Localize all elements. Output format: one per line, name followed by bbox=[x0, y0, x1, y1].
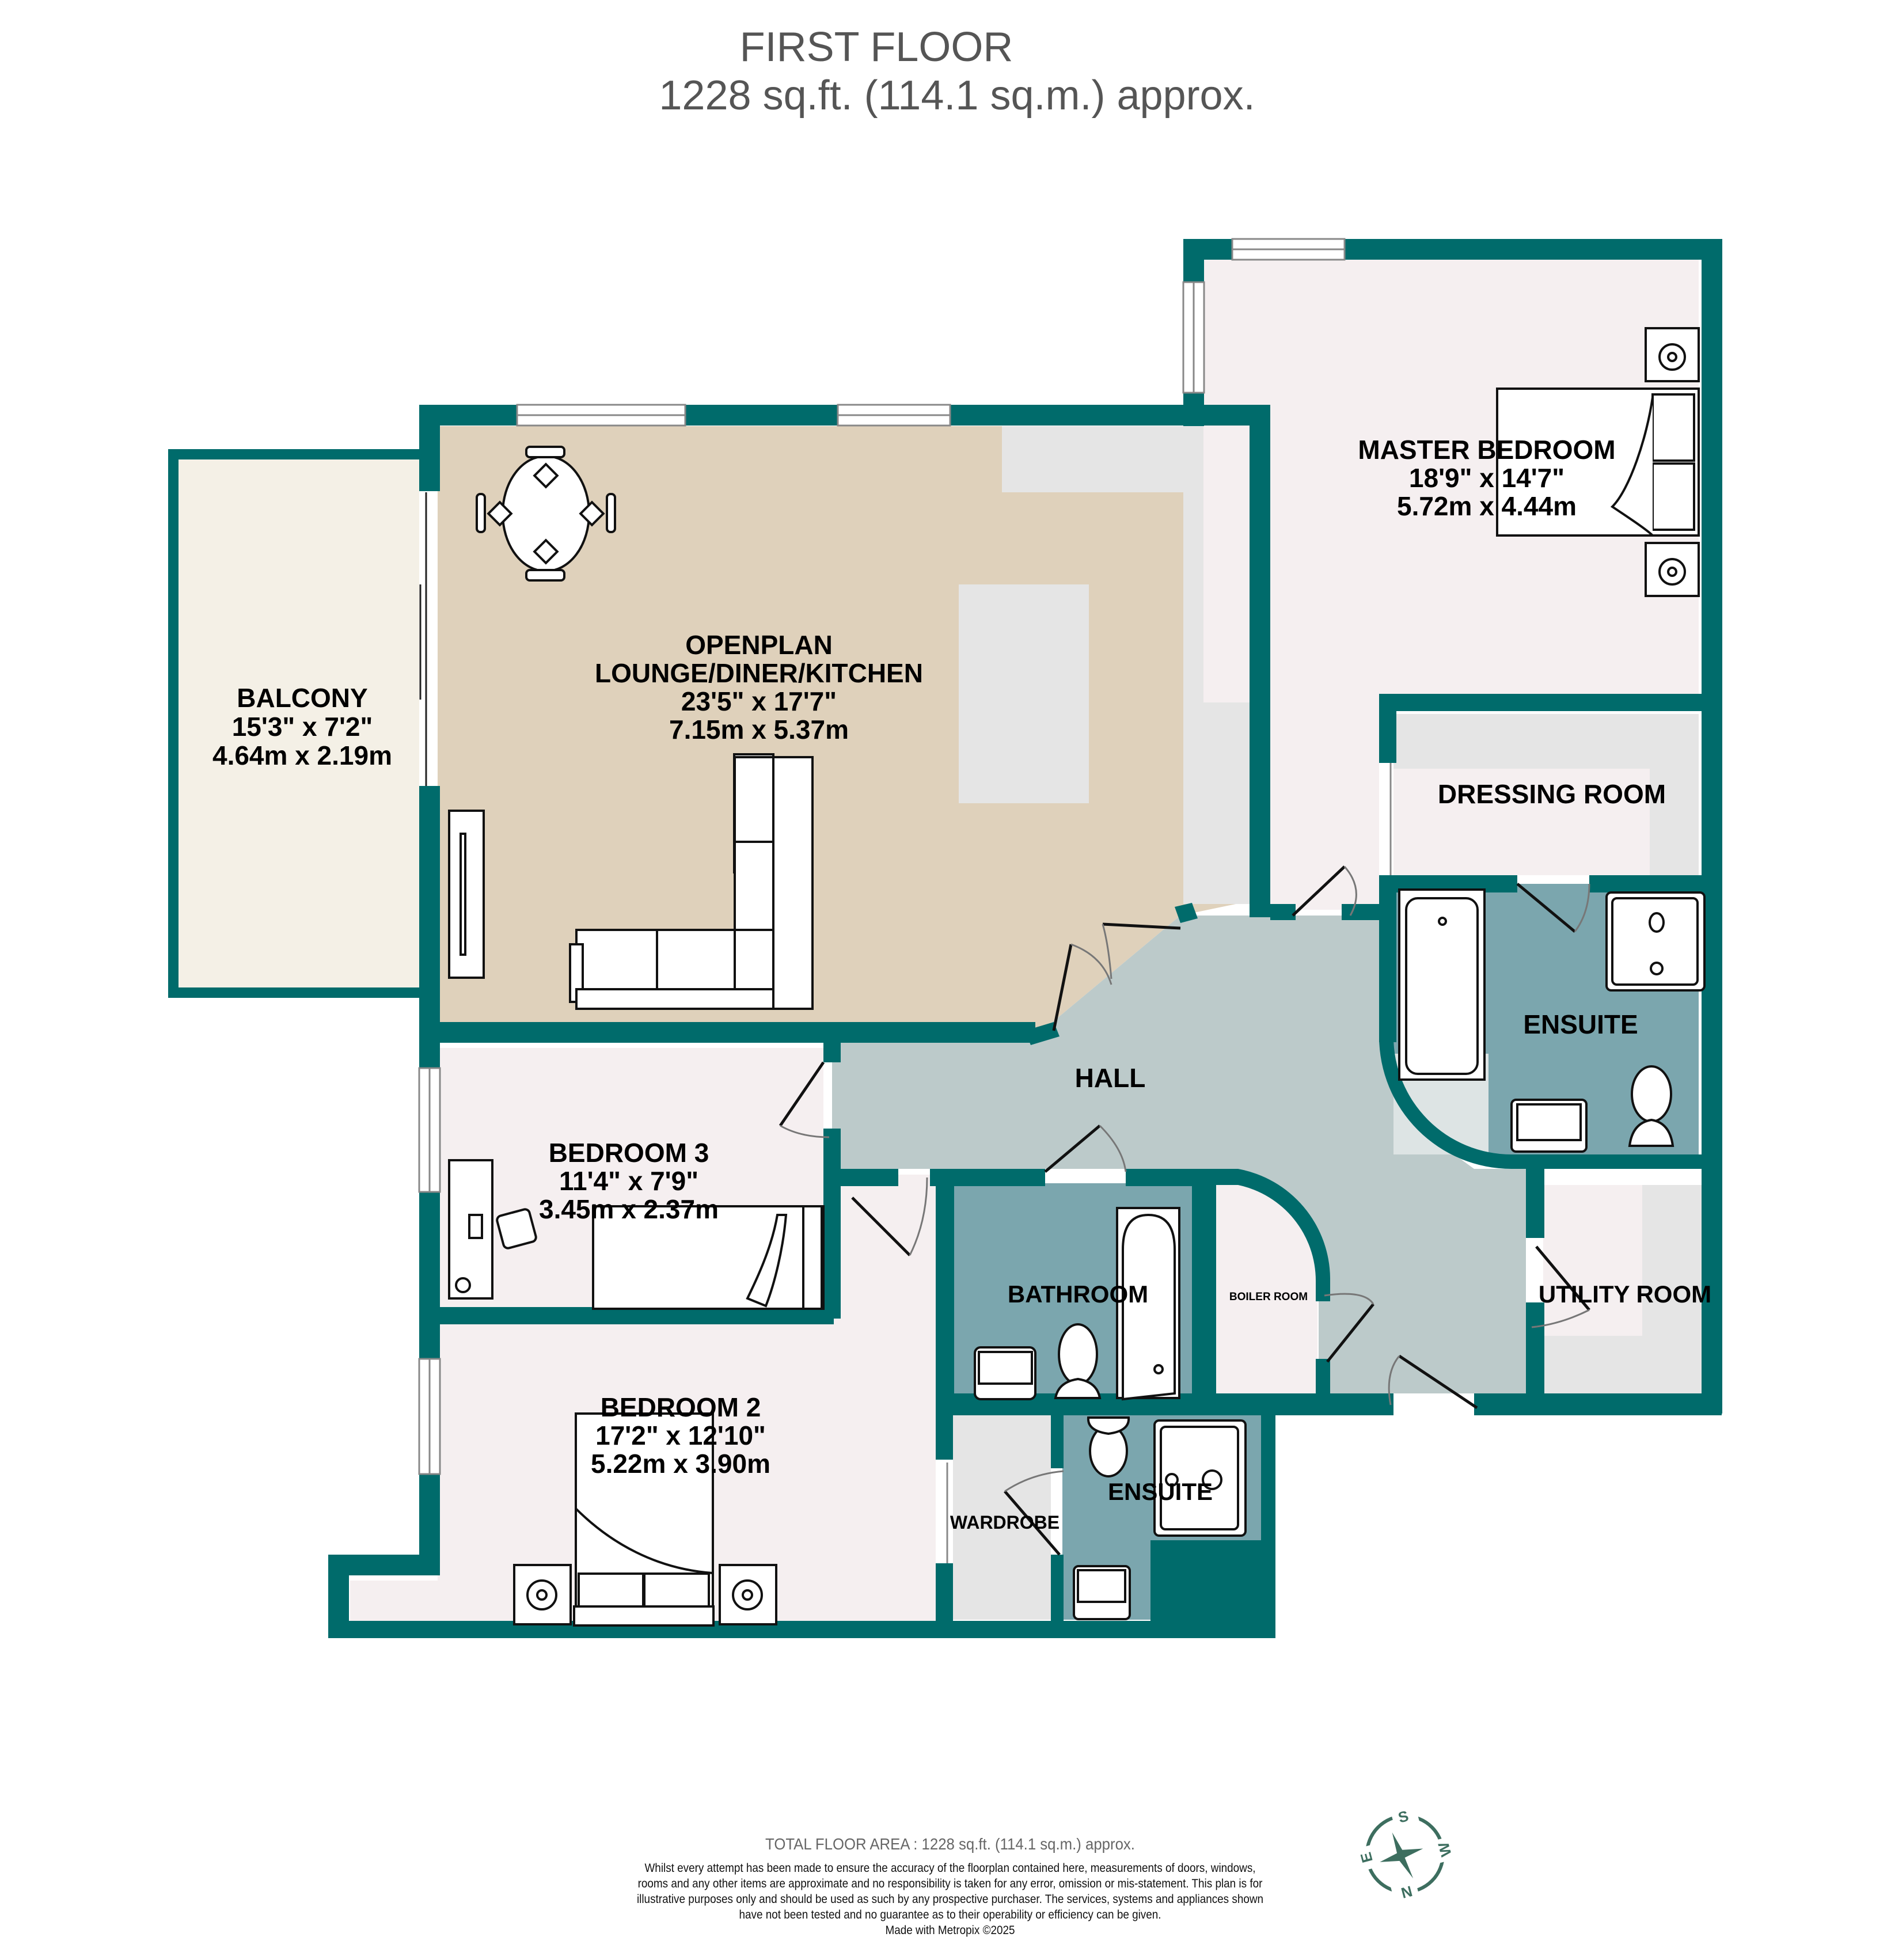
boiler-room-floor bbox=[1216, 1183, 1318, 1393]
lounge-label-line2: LOUNGE/DINER/KITCHEN bbox=[595, 658, 923, 688]
bedroom2-metric: 5.22m x 3.90m bbox=[591, 1449, 770, 1479]
toilet-icon bbox=[1631, 1065, 1672, 1123]
bedroom2-imperial: 17'2" x 12'10" bbox=[595, 1420, 766, 1450]
balcony-imperial: 15'3" x 7'2" bbox=[232, 712, 373, 742]
master-bedroom-label: MASTER BEDROOM bbox=[1358, 435, 1615, 465]
bathroom-label: BATHROOM bbox=[1008, 1281, 1148, 1308]
bedroom3-label: BEDROOM 3 bbox=[549, 1138, 709, 1168]
ensuite-bed2-label: ENSUITE bbox=[1108, 1478, 1213, 1505]
kitchen-island bbox=[959, 584, 1089, 803]
master-bedroom-metric: 5.72m x 4.44m bbox=[1397, 491, 1577, 521]
dressing-room-label: DRESSING ROOM bbox=[1438, 779, 1666, 809]
bedroom3-metric: 3.45m x 2.37m bbox=[539, 1194, 719, 1224]
total-floor-area: TOTAL FLOOR AREA : 1228 sq.ft. (114.1 sq… bbox=[765, 1835, 1135, 1853]
master-corridor-floor bbox=[1267, 415, 1379, 910]
floor-title: FIRST FLOOR bbox=[739, 24, 1013, 70]
lounge-label-line1: OPENPLAN bbox=[685, 630, 833, 660]
wardrobe-label: WARDROBE bbox=[950, 1512, 1060, 1533]
lounge-imperial: 23'5" x 17'7" bbox=[681, 686, 837, 716]
doors[interactable] bbox=[779, 865, 1590, 1556]
plan-header: FIRST FLOOR 1228 sq.ft. (114.1 sq.m.) ap… bbox=[0, 23, 1891, 120]
wardrobe-floor bbox=[953, 1415, 1051, 1620]
boiler-room-label: BOILER ROOM bbox=[1229, 1291, 1308, 1303]
balcony-metric: 4.64m x 2.19m bbox=[212, 740, 392, 770]
hall-label: HALL bbox=[1075, 1063, 1146, 1093]
lounge-metric: 7.15m x 5.37m bbox=[669, 715, 849, 745]
balcony-floor bbox=[177, 458, 419, 987]
compass-icon: S W N E bbox=[1354, 1803, 1456, 1905]
utility-room-clear bbox=[1543, 1185, 1642, 1336]
kitchen-counter bbox=[1002, 426, 1250, 904]
plan-footer: TOTAL FLOOR AREA : 1228 sq.ft. (114.1 sq… bbox=[599, 1834, 1301, 1938]
bedroom2-label: BEDROOM 2 bbox=[601, 1392, 761, 1422]
lounge-floor bbox=[438, 426, 1250, 1031]
furniture bbox=[448, 327, 1706, 1627]
windows bbox=[418, 238, 1346, 1475]
bedroom2-floor bbox=[350, 1175, 936, 1621]
walls bbox=[168, 239, 1722, 1638]
balcony-label: BALCONY bbox=[237, 683, 367, 713]
bedroom3-imperial: 11'4" x 7'9" bbox=[559, 1166, 698, 1196]
dressing-room-clear bbox=[1393, 769, 1650, 875]
utility-room-label: UTILITY ROOM bbox=[1539, 1281, 1711, 1308]
credit-text: Made with Metropix ©2025 bbox=[885, 1924, 1015, 1937]
disclaimer-text: Whilst every attempt has been made to en… bbox=[636, 1862, 1264, 1921]
ensuite-master-label: ENSUITE bbox=[1523, 1009, 1638, 1039]
room-labels: BALCONY 15'3" x 7'2" 4.64m x 2.19m OPENP… bbox=[212, 435, 1711, 1533]
floor-area: 1228 sq.ft. (114.1 sq.m.) approx. bbox=[659, 73, 1255, 119]
master-bedroom-imperial: 18'9" x 14'7" bbox=[1409, 463, 1565, 493]
ensuite-bed2-duct bbox=[1150, 1540, 1263, 1621]
toilet-icon bbox=[1058, 1323, 1098, 1385]
